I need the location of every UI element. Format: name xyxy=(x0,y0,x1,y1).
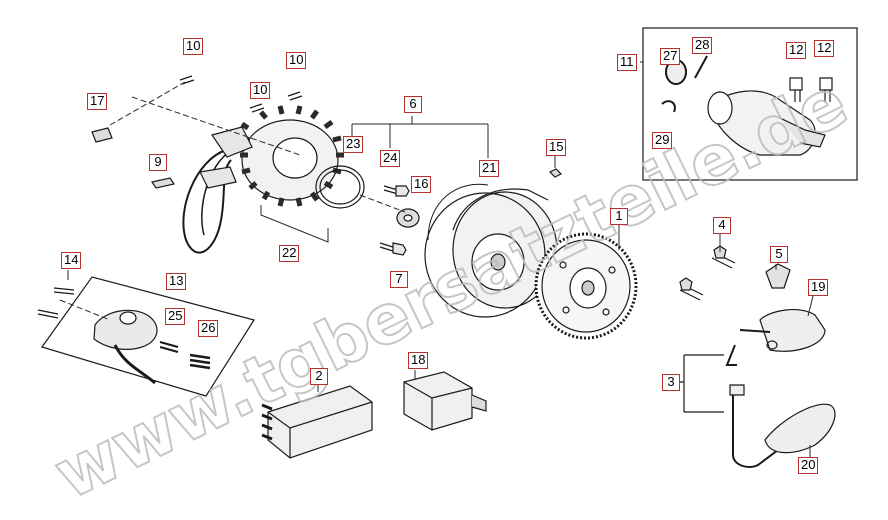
part-callout-28[interactable]: 28 xyxy=(692,37,713,54)
stator-drawing xyxy=(182,105,344,254)
part-callout-2[interactable]: 2 xyxy=(310,368,328,385)
part-callout-10-c[interactable]: 10 xyxy=(286,52,307,69)
part-callout-17[interactable]: 17 xyxy=(87,93,108,110)
part-callout-3[interactable]: 3 xyxy=(662,374,680,391)
part-callout-10-a[interactable]: 10 xyxy=(183,38,204,55)
part-callout-29[interactable]: 29 xyxy=(652,132,673,149)
pickup-box-drawing xyxy=(41,276,255,397)
part-callout-25[interactable]: 25 xyxy=(165,308,186,325)
ignition-coil-drawing xyxy=(725,308,826,366)
cdi-unit-drawing xyxy=(403,371,487,431)
screw-14-drawing xyxy=(53,287,75,295)
part-callout-27[interactable]: 27 xyxy=(660,48,681,65)
part-callout-24[interactable]: 24 xyxy=(380,150,401,167)
part-callout-14[interactable]: 14 xyxy=(61,252,82,269)
part-callout-4[interactable]: 4 xyxy=(713,217,731,234)
screw-10-drawing xyxy=(179,75,195,85)
part-callout-21[interactable]: 21 xyxy=(479,160,500,177)
clip-drawing xyxy=(765,263,791,289)
part-callout-23[interactable]: 23 xyxy=(343,136,364,153)
part-callout-18[interactable]: 18 xyxy=(408,352,429,369)
starter-motor-box xyxy=(642,27,858,181)
spark-plug-cap-drawing xyxy=(729,384,836,468)
part-callout-9[interactable]: 9 xyxy=(149,154,167,171)
clip-9-drawing xyxy=(151,177,175,189)
part-callout-1[interactable]: 1 xyxy=(610,208,628,225)
starter-gear-drawing xyxy=(534,232,638,340)
part-callout-16[interactable]: 16 xyxy=(411,176,432,193)
part-callout-13[interactable]: 13 xyxy=(166,273,187,290)
part-callout-11[interactable]: 11 xyxy=(617,54,637,71)
regulator-drawing xyxy=(261,385,373,459)
part-callout-12-b[interactable]: 12 xyxy=(814,40,835,57)
part-callout-12-a[interactable]: 12 xyxy=(786,42,807,59)
part-callout-26[interactable]: 26 xyxy=(198,320,219,337)
bracket-3 xyxy=(670,354,724,413)
part-callout-5[interactable]: 5 xyxy=(770,246,788,263)
clip-17-drawing xyxy=(91,127,113,143)
stator-gasket xyxy=(315,165,365,209)
part-callout-20[interactable]: 20 xyxy=(798,457,819,474)
part-callout-19[interactable]: 19 xyxy=(808,279,829,296)
part-callout-22[interactable]: 22 xyxy=(279,245,300,262)
part-callout-15[interactable]: 15 xyxy=(546,139,567,156)
part-callout-7[interactable]: 7 xyxy=(390,271,408,288)
part-callout-6[interactable]: 6 xyxy=(404,96,422,113)
flywheel-drawing xyxy=(424,183,558,318)
part-callout-10-b[interactable]: 10 xyxy=(250,82,271,99)
key-15-drawing xyxy=(548,168,563,178)
